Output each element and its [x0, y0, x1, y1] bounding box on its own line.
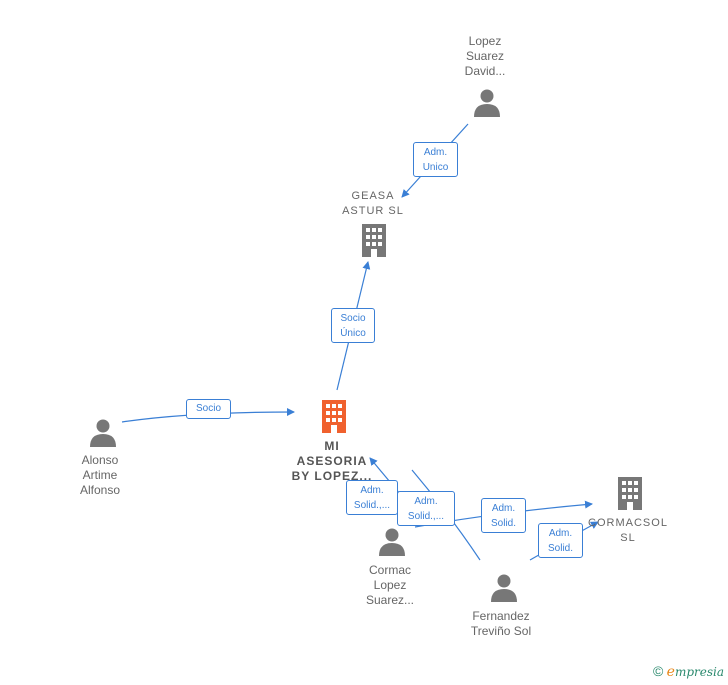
node-label-geasa-astur[interactable]: GEASA ASTUR SL	[342, 190, 404, 217]
node-label-lopez-suarez-david[interactable]: Lopez Suarez David...	[464, 34, 506, 78]
edge-label-socio[interactable]: Socio	[186, 399, 231, 419]
edge-label-socio-unico[interactable]: Socio Único	[331, 308, 375, 343]
person-icon[interactable]	[489, 573, 519, 603]
edge-label-adm-solid-fernandez-cormacsol[interactable]: Adm. Solid.	[538, 523, 583, 558]
node-label-fernandez-trevino[interactable]: Fernandez Treviño Sol	[470, 609, 532, 638]
edge-label-adm-solid-cormac[interactable]: Adm. Solid.,...	[346, 480, 398, 515]
person-icon[interactable]	[472, 88, 502, 118]
node-label-mi-asesoria[interactable]: MI ASESORIA BY LOPEZ...	[291, 439, 373, 483]
brand-name: mpresia	[674, 665, 724, 679]
copyright-icon: ©	[652, 663, 664, 679]
brand-initial: e	[666, 664, 675, 680]
building-icon[interactable]	[615, 477, 645, 511]
edge-label-adm-unico[interactable]: Adm. Unico	[413, 142, 458, 177]
empresia-logo[interactable]: © empresia	[653, 663, 724, 680]
person-icon[interactable]	[88, 418, 118, 448]
node-label-cormac-lopez[interactable]: Cormac Lopez Suarez...	[365, 563, 415, 607]
building-icon[interactable]	[319, 400, 349, 434]
node-label-cormacsol[interactable]: CORMACSOL SL	[588, 517, 668, 544]
edge-label-adm-solid-cormac-cormacsol[interactable]: Adm. Solid.	[481, 498, 526, 533]
edge-label-adm-solid-fernandez[interactable]: Adm. Solid.,...	[397, 491, 455, 526]
person-icon[interactable]	[377, 527, 407, 557]
node-label-alonso-artime[interactable]: Alonso Artime Alfonso	[79, 453, 121, 497]
building-icon[interactable]	[359, 224, 389, 258]
